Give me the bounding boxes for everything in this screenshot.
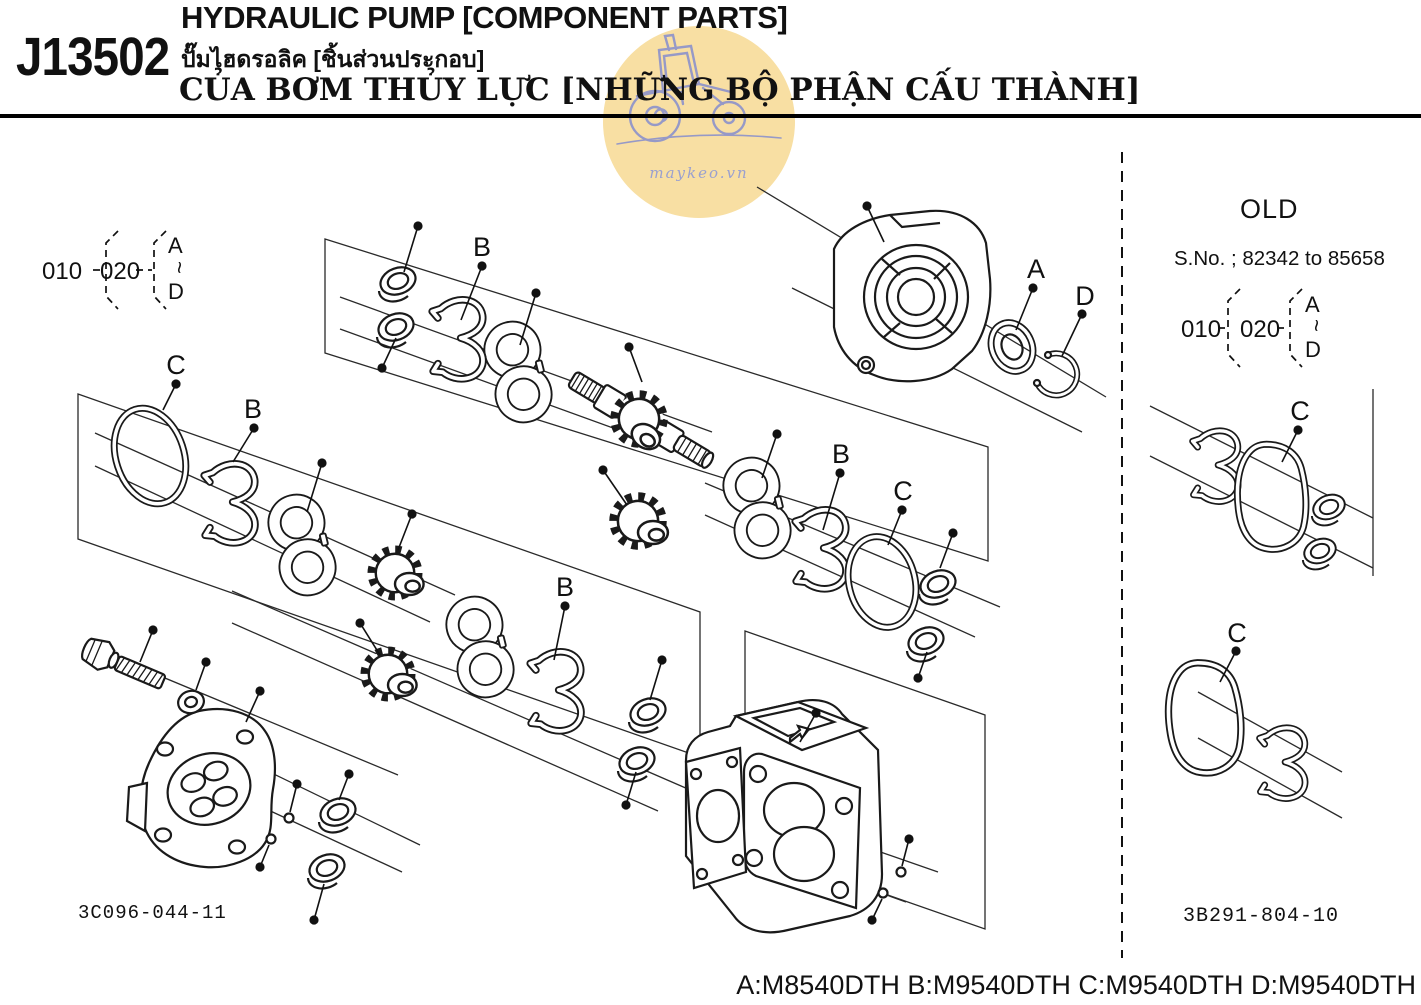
snap-ring-icon <box>432 300 483 379</box>
bushing-icon <box>1308 489 1350 527</box>
bushing-icon <box>373 307 419 349</box>
gasket-icon <box>1159 657 1249 779</box>
model-key-legend: A:M8540DTH B:M9540DTH C:M9540DTH D:M9540… <box>736 970 1416 1000</box>
page-code: J13502 <box>16 27 170 87</box>
callout-letter: C <box>893 476 913 506</box>
bushing-icon <box>614 741 660 783</box>
pin-icon <box>877 887 889 899</box>
callout-letter: A <box>1027 254 1045 284</box>
ref-variant-tilde: ~ <box>1304 319 1329 332</box>
oring-icon <box>110 404 190 508</box>
ref-item-020: 020 <box>100 258 140 285</box>
wear-plate-icon <box>716 450 798 566</box>
snap-ring-icon <box>204 464 255 543</box>
header-rule <box>0 114 1421 118</box>
watermark-tractor-icon <box>616 33 782 145</box>
pin-icon <box>895 866 907 878</box>
callout-letter: B <box>244 394 262 424</box>
leader-dots <box>139 201 958 925</box>
callout-letter: B <box>473 232 491 262</box>
old-serial-range: S.No. ; 82342 to 85658 <box>1174 247 1385 270</box>
drive-shaft-icon <box>567 371 715 469</box>
watermark: maykeo.vn <box>603 26 795 218</box>
snap-ring-icon <box>1193 431 1238 502</box>
circlip-icon <box>1032 350 1081 399</box>
callouts: C B B A D B C B C C <box>162 232 1310 683</box>
bushing-icon <box>1299 533 1341 571</box>
oil-seal-icon <box>987 319 1037 375</box>
gear-icon <box>614 497 668 545</box>
watermark-site-label: maykeo.vn <box>649 164 749 182</box>
callout-letter: B <box>832 439 850 469</box>
snap-ring-icon <box>795 510 846 589</box>
callout-letter: C <box>1290 396 1310 426</box>
ref-variant-from: A <box>168 233 183 258</box>
bushing-icon <box>915 564 961 606</box>
pin-icon <box>283 812 295 824</box>
ref-variant-tilde: ~ <box>167 261 192 274</box>
callout-letter: B <box>556 572 574 602</box>
callout-letter: D <box>1075 281 1095 311</box>
ref-item-010: 010 <box>42 258 82 285</box>
bushing-icon <box>315 792 361 834</box>
page-title-th: ปั๊มไฮดรอลิค [ชิ้นส่วนประกอบ] <box>181 46 485 72</box>
bushing-icon <box>625 692 671 734</box>
wear-plate-icon <box>261 487 343 603</box>
old-section-heading: OLD <box>1240 194 1299 224</box>
bushing-icon <box>375 261 421 303</box>
pin-icon <box>265 833 277 845</box>
gear-icon <box>372 550 424 596</box>
callout-letter: C <box>1227 618 1247 648</box>
ref-item-020: 020 <box>1240 316 1280 343</box>
front-cover-icon <box>832 209 992 383</box>
oring-icon <box>844 533 920 631</box>
snap-ring-icon <box>530 652 581 731</box>
ref-item-010: 010 <box>1181 316 1221 343</box>
ref-variant-to: D <box>168 279 184 304</box>
drawing-number-main: 3C096-044-11 <box>78 902 227 924</box>
gasket-icon <box>1230 440 1313 554</box>
bolt-icon <box>81 637 166 690</box>
item-ref-old: 010 020 A ~ D <box>1181 288 1329 368</box>
ref-variant-from: A <box>1305 292 1320 317</box>
bushing-icon <box>304 848 350 890</box>
ref-variant-to: D <box>1305 337 1321 362</box>
drawing-number-old: 3B291-804-10 <box>1183 905 1340 928</box>
item-ref-main: 010 020 A ~ D <box>42 230 192 310</box>
gear-icon <box>365 651 417 697</box>
page-title-en: HYDRAULIC PUMP [COMPONENT PARTS] <box>181 0 788 35</box>
page-title-vi: CỦA BƠM THỦY LỰC [NHỮNG BỘ PHẬN CẤU THÀN… <box>179 72 1141 108</box>
rear-cover-icon <box>125 707 276 869</box>
pump-body-icon <box>684 698 884 934</box>
callout-letter: C <box>166 350 186 380</box>
